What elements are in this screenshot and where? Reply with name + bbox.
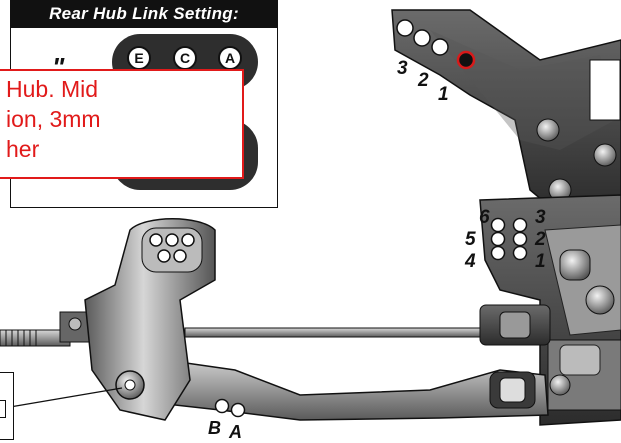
lower-arm (129, 354, 549, 421)
axle (0, 311, 91, 347)
hub-hole-c: C (173, 46, 197, 70)
callout-inner-fragment (0, 400, 6, 418)
leader-line (9, 387, 123, 408)
tower-hole-number-2: 2 (418, 70, 429, 91)
bulkhead-right-number-1: 1 (535, 251, 546, 272)
rear-hub-link-title: Rear Hub Link Setting: (10, 0, 278, 28)
hub-carrier (84, 218, 216, 421)
tower-hole-number-1: 1 (438, 84, 449, 105)
camber-link (184, 304, 551, 346)
arm-hole-letter-b: B (208, 418, 221, 438)
bulkhead-left-number-4: 4 (465, 251, 476, 272)
hub-hole-e: E (127, 46, 151, 70)
shock-tower (391, 9, 621, 211)
tower-hole-number-3: 3 (397, 58, 408, 79)
bulkhead-right-number-2: 2 (535, 229, 546, 250)
red-annotation-note: Hub. Mid ion, 3mm her (0, 69, 244, 179)
shock-tower-holes (396, 19, 476, 70)
bulkhead-right-number-3: 3 (535, 207, 546, 228)
bulkhead-left-number-6: 6 (479, 207, 490, 228)
callout-box-fragment (0, 372, 14, 440)
bulkhead-left-number-5: 5 (465, 229, 476, 250)
bulkhead-holes (490, 217, 528, 261)
arm-hole-letter-a: A (229, 422, 242, 442)
hub-hole-a: A (218, 46, 242, 70)
